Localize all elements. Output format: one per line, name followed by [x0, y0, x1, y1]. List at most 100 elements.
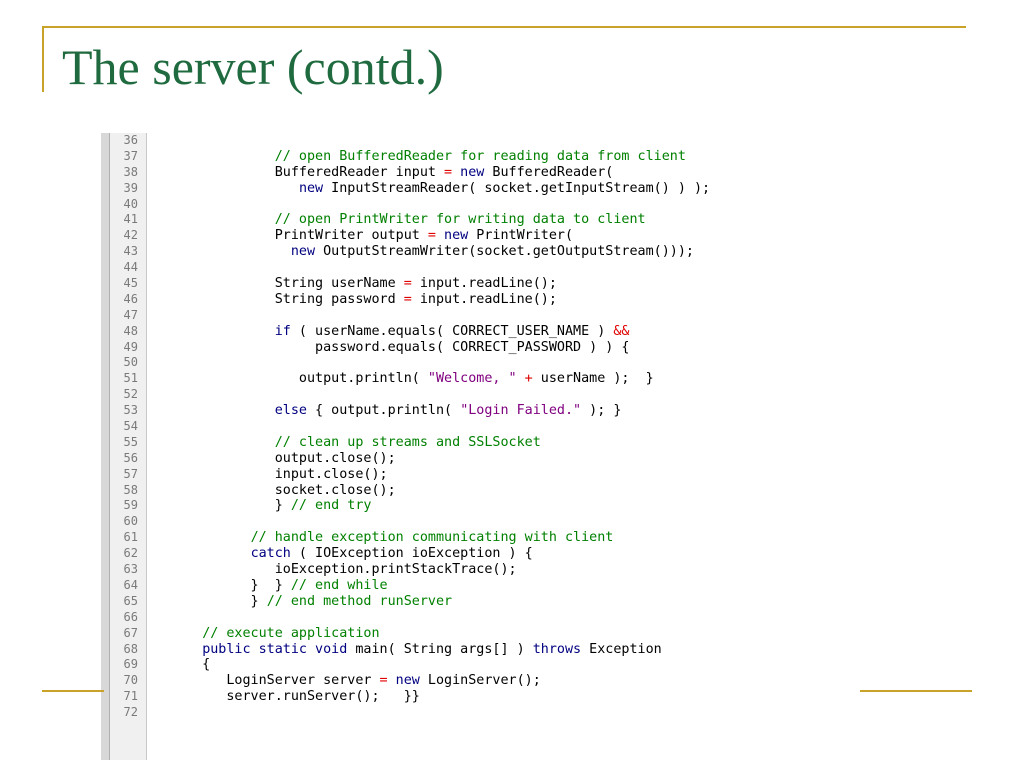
- code-token-plain: BufferedReader(: [484, 164, 614, 180]
- code-token-plain: input.readLine();: [411, 276, 557, 292]
- code-line: 36: [101, 133, 891, 149]
- code-token-plain: ( userName.equals( CORRECT_USER_NAME ): [290, 323, 614, 339]
- code-token-keyword: new: [395, 673, 420, 689]
- code-token-plain: LoginServer();: [419, 673, 541, 689]
- line-number: 48: [123, 323, 138, 338]
- code-token-plain: }: [178, 593, 267, 609]
- line-number: 58: [123, 482, 138, 497]
- code-line: 55 // clean up streams and SSLSocket: [101, 435, 891, 451]
- code-token-op: =: [403, 291, 412, 307]
- code-text: public static void main( String args[] )…: [178, 642, 662, 658]
- line-number: 38: [123, 164, 138, 179]
- code-line: 40: [101, 197, 891, 213]
- code-token-plain: { output.println(: [307, 403, 461, 419]
- code-text: ioException.printStackTrace();: [178, 562, 517, 578]
- code-line: 60: [101, 514, 891, 530]
- code-text: else { output.println( "Login Failed." )…: [178, 403, 622, 419]
- code-token-plain: socket.close();: [178, 482, 396, 498]
- line-number: 69: [123, 657, 138, 672]
- code-text: new InputStreamReader( socket.getInputSt…: [178, 181, 710, 197]
- code-token-keyword: catch: [250, 546, 291, 562]
- title-accent-line-top: [42, 26, 966, 28]
- code-text: } // end try: [178, 498, 372, 514]
- code-token-plain: InputStreamReader( socket.getInputStream…: [323, 180, 711, 196]
- line-number-gutter: [110, 133, 147, 760]
- code-text: PrintWriter output = new PrintWriter(: [178, 228, 573, 244]
- line-number: 53: [123, 403, 138, 418]
- code-token-op: =: [427, 228, 436, 244]
- code-text: String userName = input.readLine();: [178, 276, 557, 292]
- code-line: 37 // open BufferedReader for reading da…: [101, 149, 891, 165]
- slide-title: The server (contd.): [62, 39, 444, 95]
- editor-margin-bar: [101, 133, 110, 760]
- code-token-comment: // execute application: [202, 625, 380, 641]
- title-accent-line-left: [42, 26, 44, 92]
- line-number: 55: [123, 434, 138, 449]
- code-token-plain: [178, 181, 299, 196]
- code-line: 51 output.println( "Welcome, " + userNam…: [101, 371, 891, 387]
- code-line: 39 new InputStreamReader( socket.getInpu…: [101, 181, 891, 197]
- code-token-comment: // open BufferedReader for reading data …: [274, 148, 686, 164]
- code-token-comment: // clean up streams and SSLSocket: [274, 434, 541, 450]
- code-line: 41 // open PrintWriter for writing data …: [101, 212, 891, 228]
- code-line: 61 // handle exception communicating wit…: [101, 530, 891, 546]
- code-line: 38 BufferedReader input = new BufferedRe…: [101, 165, 891, 181]
- code-token-plain: LoginServer server: [178, 673, 380, 689]
- code-text: // open BufferedReader for reading data …: [178, 149, 686, 165]
- line-number: 43: [123, 244, 138, 259]
- code-line: 66: [101, 610, 891, 626]
- code-text: // open PrintWriter for writing data to …: [178, 212, 646, 228]
- code-token-plain: [178, 149, 275, 164]
- code-token-plain: [452, 165, 460, 180]
- code-token-keyword: if: [274, 323, 291, 339]
- code-line: 68 public static void main( String args[…: [101, 642, 891, 658]
- line-number: 42: [123, 228, 138, 243]
- code-token-op: +: [524, 371, 533, 387]
- code-token-plain: [517, 371, 525, 386]
- code-token-keyword: new: [298, 180, 324, 196]
- line-number: 70: [123, 673, 138, 688]
- code-text: socket.close();: [178, 483, 396, 499]
- code-token-plain: [178, 403, 275, 418]
- code-line: 53 else { output.println( "Login Failed.…: [101, 403, 891, 419]
- line-number: 67: [123, 625, 138, 640]
- code-text: input.close();: [178, 467, 388, 483]
- code-token-keyword: else: [274, 403, 307, 419]
- code-text: if ( userName.equals( CORRECT_USER_NAME …: [178, 323, 630, 340]
- code-line: 44: [101, 260, 891, 276]
- code-text: output.println( "Welcome, " + userName )…: [178, 371, 654, 387]
- code-token-keyword: new: [460, 164, 485, 180]
- code-text: LoginServer server = new LoginServer();: [178, 673, 541, 689]
- code-token-plain: [178, 626, 202, 641]
- code-text: output.close();: [178, 451, 396, 467]
- code-token-comment: // end method runServer: [266, 593, 453, 609]
- code-token-plain: PrintWriter(: [468, 228, 574, 244]
- line-number: 65: [123, 593, 138, 608]
- line-number: 66: [123, 609, 138, 624]
- code-text: server.runServer(); }}: [178, 689, 420, 705]
- code-text: BufferedReader input = new BufferedReade…: [178, 164, 614, 181]
- code-token-plain: PrintWriter output: [178, 228, 428, 244]
- code-token-plain: password.equals( CORRECT_PASSWORD ) ) {: [178, 339, 630, 355]
- code-text: } } // end while: [178, 578, 388, 594]
- line-number: 54: [123, 419, 138, 434]
- code-token-keyword: throws: [532, 641, 582, 657]
- code-token-plain: input.readLine();: [411, 291, 557, 307]
- code-line: 49 password.equals( CORRECT_PASSWORD ) )…: [101, 340, 891, 356]
- line-number: 72: [123, 705, 138, 720]
- code-token-plain: [178, 324, 275, 339]
- code-text: catch ( IOException ioException ) {: [178, 546, 533, 562]
- code-text: {: [178, 657, 210, 673]
- code-token-string: "Welcome, ": [427, 371, 517, 387]
- code-text: password.equals( CORRECT_PASSWORD ) ) {: [178, 340, 629, 356]
- code-token-plain: [388, 673, 396, 688]
- line-number: 56: [123, 450, 138, 465]
- code-token-op: =: [444, 164, 453, 180]
- line-number: 60: [123, 514, 138, 529]
- line-number: 64: [123, 577, 138, 592]
- code-line: 70 LoginServer server = new LoginServer(…: [101, 673, 891, 689]
- code-token-plain: [178, 435, 275, 450]
- line-number: 61: [123, 530, 138, 545]
- code-token-op: &&: [613, 323, 630, 339]
